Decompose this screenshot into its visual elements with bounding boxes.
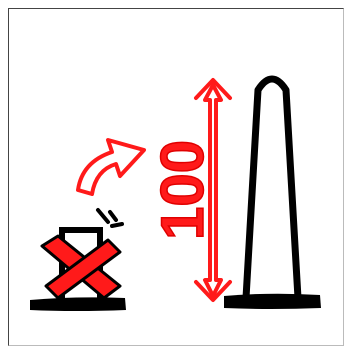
curved-arrow-icon <box>78 140 144 194</box>
height-number-label: 100 <box>149 140 216 240</box>
svg-text:100: 100 <box>149 140 216 240</box>
tall-tower-icon <box>224 79 321 309</box>
cross-mark-icon <box>42 236 120 298</box>
broken-piece-icon <box>98 210 122 226</box>
